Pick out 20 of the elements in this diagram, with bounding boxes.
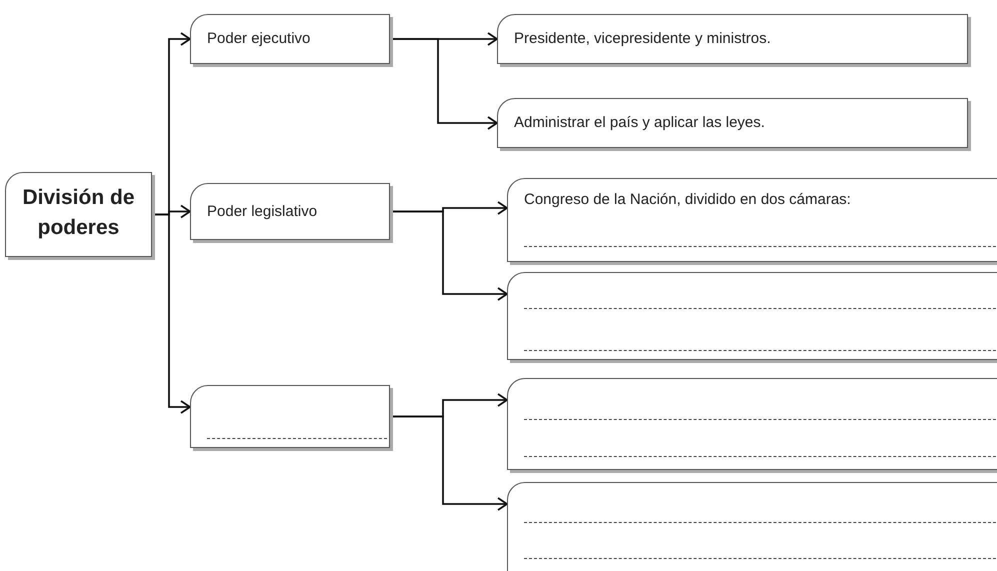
box-text: Presidente, vicepresidente y ministros.	[514, 30, 771, 47]
concept-box	[190, 14, 390, 64]
box-text: Congreso de la Nación, dividido en dos cámaras:	[524, 191, 851, 208]
topic-box	[5, 172, 152, 257]
box-text: Administrar el país y aplicar las leyes.	[514, 114, 765, 131]
topic-title: División de poderes	[21, 185, 136, 241]
arrow	[152, 214, 191, 414]
concept-box	[190, 183, 390, 240]
concept-box	[507, 378, 997, 470]
concept-box	[190, 385, 390, 448]
arrow	[390, 38, 498, 130]
concept-box	[507, 272, 997, 360]
concept-box	[497, 14, 968, 64]
concept-box	[497, 98, 968, 148]
arrow	[390, 416, 508, 511]
arrow	[390, 210, 508, 301]
box-text: Poder legislativo	[207, 202, 318, 220]
concept-box	[507, 482, 997, 571]
concept-box	[507, 178, 997, 262]
box-text: Poder ejecutivo	[207, 30, 310, 47]
